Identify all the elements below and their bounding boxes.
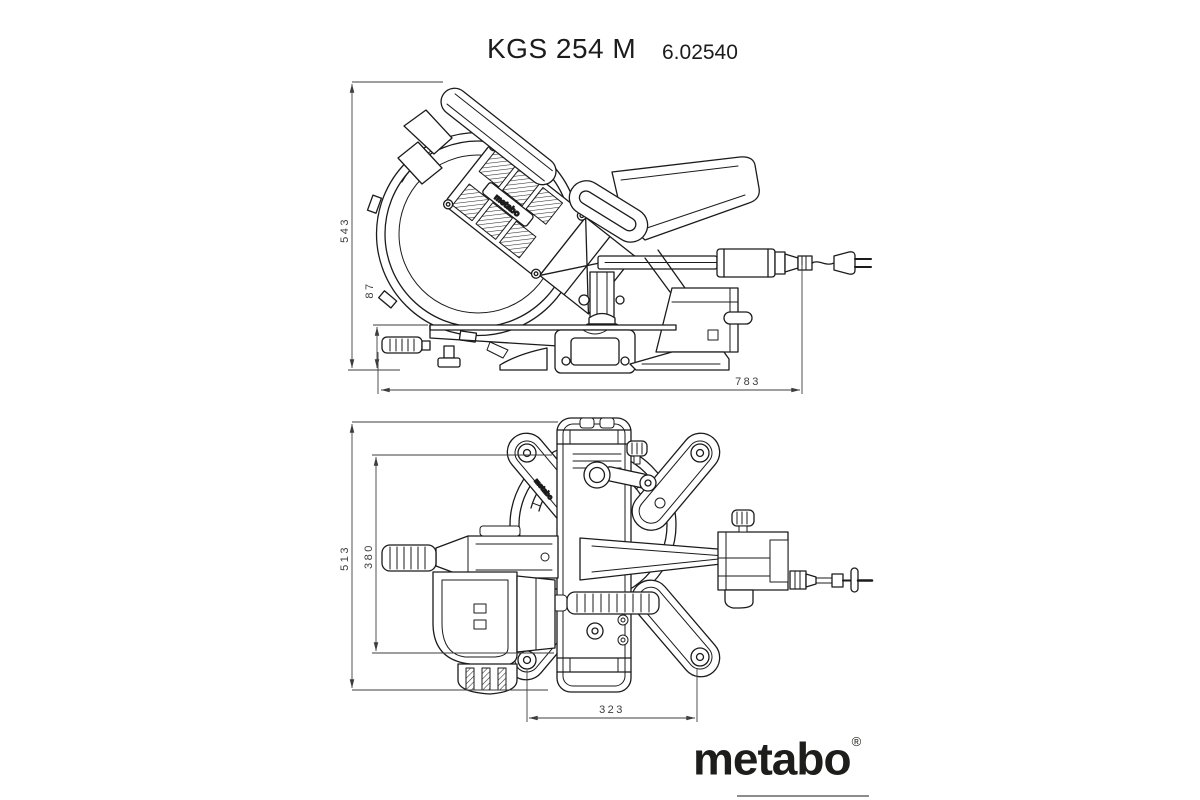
side-view-dimensions [348, 81, 803, 394]
kerf-plate [552, 591, 660, 615]
grip-handle [568, 180, 649, 243]
support-column [585, 271, 619, 330]
lock-knob [731, 509, 755, 527]
brand-logo: metabo® [693, 733, 893, 785]
side-view-drawing: metabo [340, 81, 872, 394]
base-table [381, 324, 730, 374]
dimension-inner-width: 380 [363, 543, 375, 569]
dimension-depth: 323 [599, 704, 625, 716]
page-title: KGS 254 M [487, 33, 637, 64]
dimension-base-height: 87 [364, 281, 376, 298]
top-view-drawing: metabo [340, 417, 874, 722]
rear-foot [629, 351, 730, 371]
dust-chute [611, 156, 760, 241]
slide-beam [381, 525, 559, 579]
rail-block [717, 509, 789, 609]
front-foot [437, 357, 461, 368]
mid-foot [499, 347, 548, 371]
logo-underline [737, 795, 869, 797]
slide-rails [597, 248, 786, 278]
plug-body [833, 251, 856, 275]
power-cord-plug [784, 251, 872, 275]
carry-pin [723, 311, 753, 325]
dimension-height: 543 [340, 217, 351, 243]
rear-support [644, 249, 753, 353]
miter-lock-lever [583, 440, 657, 492]
motor-top-view [432, 571, 556, 695]
article-number: 6.02540 [662, 41, 738, 64]
grip-knob [381, 544, 437, 572]
registered-trademark: ® [851, 734, 862, 749]
brand-logo-text: metabo [693, 733, 852, 785]
dimension-width: 513 [340, 545, 351, 571]
top-view-dimensions [349, 421, 698, 722]
dimension-length: 783 [735, 376, 761, 388]
power-cord-plug-top [789, 567, 874, 593]
top-handle [440, 87, 557, 186]
front-foot-stem [443, 345, 455, 359]
fasteners [586, 614, 629, 646]
